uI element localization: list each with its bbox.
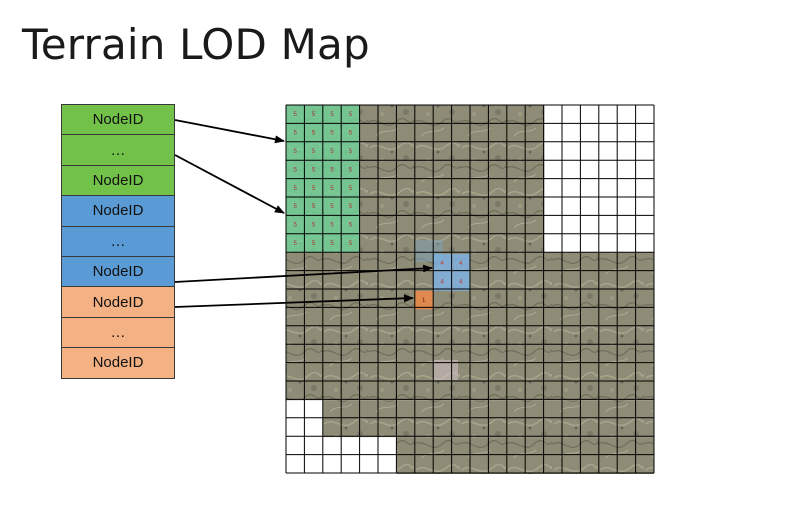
node-id-ellipsis-cell: … xyxy=(61,316,175,349)
lod-level-label: 5 xyxy=(312,149,316,155)
node-id-table: NodeID … NodeID NodeID … NodeID NodeID …… xyxy=(61,104,175,379)
lod-level-label: 5 xyxy=(349,149,353,155)
lod-level-label: 5 xyxy=(294,204,298,210)
node-id-cell: NodeID xyxy=(61,195,175,227)
lod-level-label: 5 xyxy=(349,204,353,210)
lod-level-label: 5 xyxy=(312,167,316,173)
lod-level-label: 5 xyxy=(349,167,353,173)
node-id-ellipsis-cell: … xyxy=(61,225,175,257)
lod-level-label: 5 xyxy=(294,186,298,192)
lod-level-label: 1 xyxy=(422,298,426,304)
lod-level-label: 5 xyxy=(349,131,353,137)
lod-level-label: 5 xyxy=(312,204,316,210)
lod-level-label: 4 xyxy=(441,261,445,267)
grid-lines xyxy=(285,104,655,474)
lod-level-label: 5 xyxy=(349,112,353,118)
lod-labels: 5 5 5 5 5 5 5 5 5 5 5 5 5 5 5 5 5 5 5 5 5 5 5 5 5 5 5 5 5 5 5 5 4 4 4 4 1 xyxy=(294,112,463,304)
lod-level-label: 5 xyxy=(349,223,353,229)
arrow-connector xyxy=(174,294,414,308)
arrow-connector xyxy=(174,264,433,283)
lod-level-label: 5 xyxy=(330,204,334,210)
lod-level-label: 4 xyxy=(441,279,445,285)
arrows xyxy=(174,119,433,308)
lod-level-label: 5 xyxy=(294,149,298,155)
lod-level-label: 5 xyxy=(330,186,334,192)
node-id-cell: NodeID xyxy=(61,347,175,379)
lod-level-label: 4 xyxy=(459,261,463,267)
lod-level-label: 5 xyxy=(312,241,316,247)
lod-level-label: 5 xyxy=(294,167,298,173)
lod-level-label: 5 xyxy=(312,186,316,192)
lod-level-label: 5 xyxy=(294,223,298,229)
lod-level-label: 5 xyxy=(349,186,353,192)
lod-level-label: 5 xyxy=(330,241,334,247)
lod-level-label: 5 xyxy=(330,223,334,229)
node-id-cell: NodeID xyxy=(61,164,175,197)
lod-level-label: 5 xyxy=(294,131,298,137)
lod-level-label: 4 xyxy=(459,279,463,285)
lod-level-label: 5 xyxy=(294,112,298,118)
lod-level-label: 5 xyxy=(349,241,353,247)
arrow-connector xyxy=(174,154,285,214)
node-id-cell: NodeID xyxy=(61,255,175,288)
lod-level-label: 5 xyxy=(294,241,298,247)
lod-level-label: 5 xyxy=(330,112,334,118)
lod-orange-region xyxy=(414,290,433,310)
lod-level-label: 5 xyxy=(330,167,334,173)
arrow-connector xyxy=(174,119,285,144)
node-id-cell: NodeID xyxy=(61,286,175,318)
lod-level-label: 5 xyxy=(312,223,316,229)
node-id-cell: NodeID xyxy=(61,104,175,136)
lod-level-label: 5 xyxy=(312,112,316,118)
lod-level-label: 5 xyxy=(330,131,334,137)
lod-level-label: 5 xyxy=(312,131,316,137)
lod-level-label: 5 xyxy=(330,149,334,155)
page-title: Terrain LOD Map xyxy=(22,20,370,69)
